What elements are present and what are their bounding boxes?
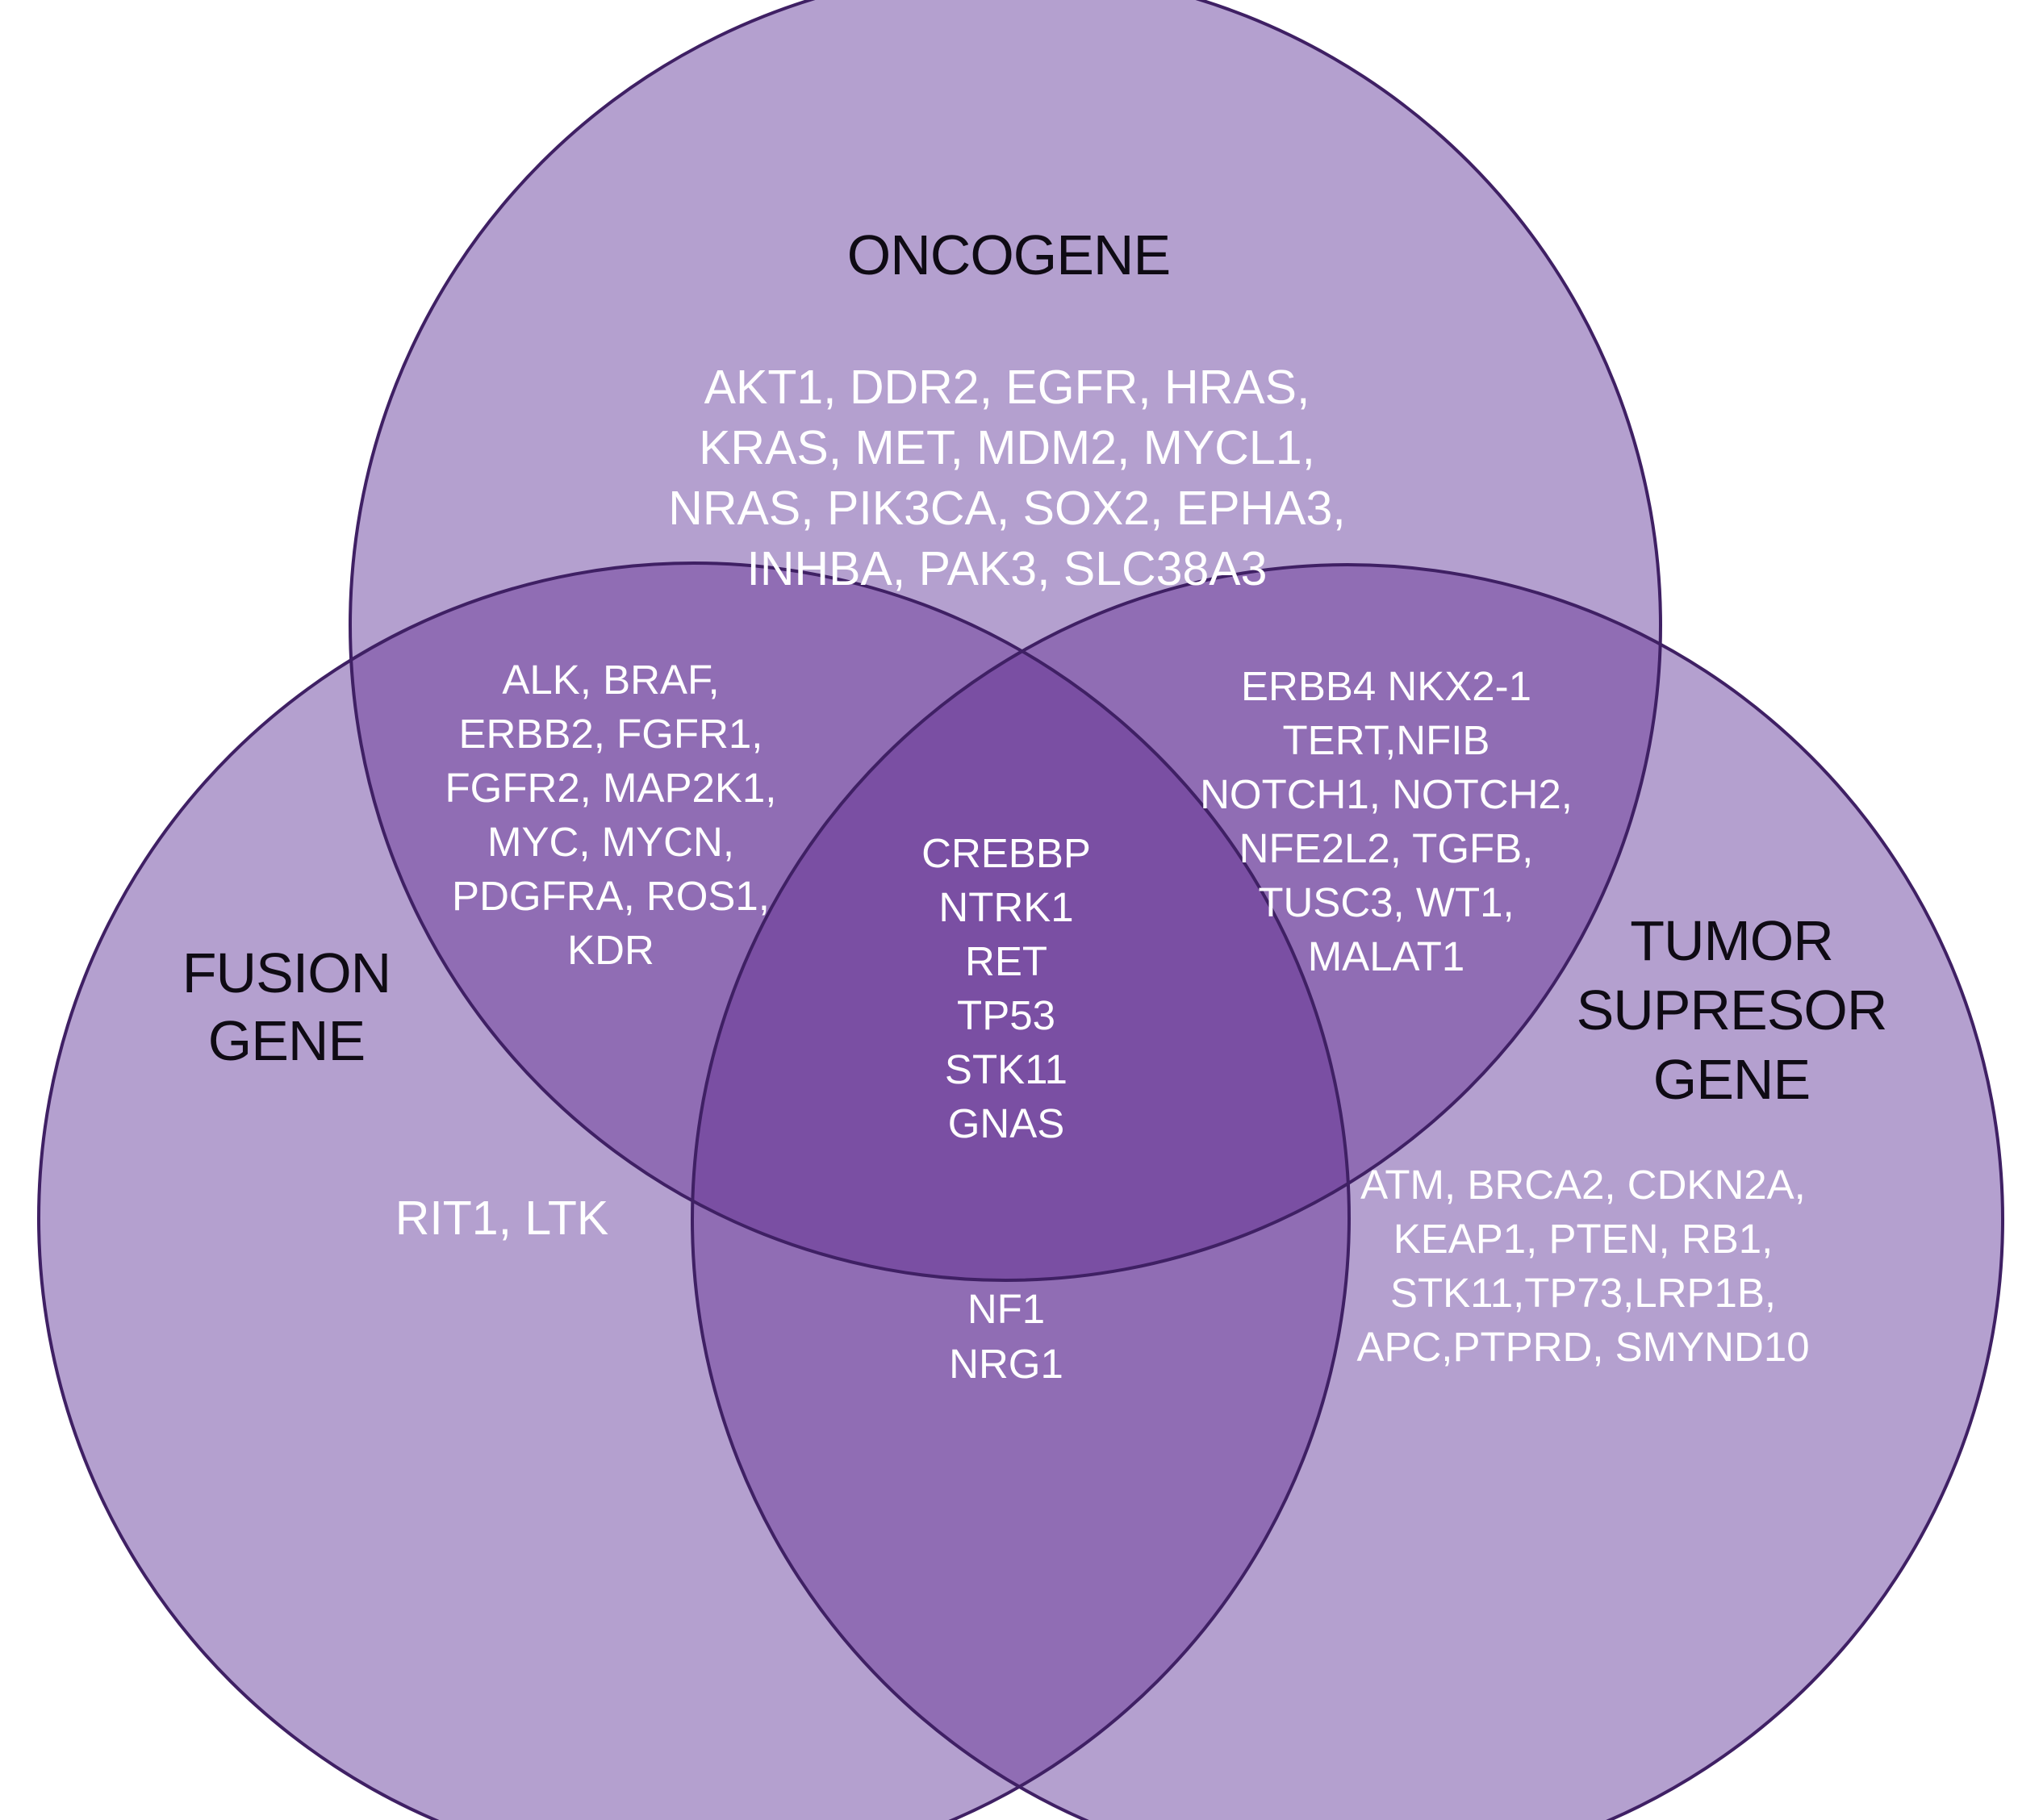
text-line: FUSION [182, 941, 391, 1004]
text-line: MALAT1 [1308, 933, 1465, 979]
text-line: AKT1, DDR2, EGFR, HRAS, [704, 361, 1310, 414]
oncogene-fusion-genes: ALK, BRAF, ERBB2, FGFR1, FGFR2, MAP2K1, MYC… [445, 657, 777, 973]
oncogene-label: ONCOGENE [847, 223, 1170, 286]
text-line: NRG1 [949, 1341, 1063, 1387]
text-line: STK11,TP73,LRP1B, [1390, 1270, 1776, 1316]
text-line: CREBBP [921, 830, 1091, 876]
text-line: TP53 [957, 992, 1055, 1038]
text-line: NTRK1 [938, 884, 1073, 930]
text-line: TUSC3, WT1, [1258, 879, 1514, 925]
text-line: ONCOGENE [847, 223, 1170, 286]
text-line: TUMOR [1630, 909, 1833, 972]
text-line: FGFR2, MAP2K1, [445, 765, 777, 811]
tumor-suppressor-only-genes: ATM, BRCA2, CDKN2A, KEAP1, PTEN, RB1, STK1… [1356, 1162, 1809, 1370]
text-line: NOTCH1, NOTCH2, [1200, 771, 1573, 817]
text-line: GNAS [948, 1100, 1065, 1146]
text-line: STK11 [945, 1046, 1067, 1092]
text-line: ERBB2, FGFR1, [459, 711, 763, 757]
text-line: PDGFRA, ROS1, [452, 873, 770, 919]
text-line: GENE [208, 1009, 365, 1072]
text-line: RET [965, 938, 1047, 984]
fusion-only-genes: RIT1, LTK [395, 1192, 608, 1245]
oncogene-only-genes: AKT1, DDR2, EGFR, HRAS, KRAS, MET, MDM2, … [668, 361, 1345, 595]
circle-outlines [37, 0, 2004, 1820]
text-line: NF1 [967, 1286, 1045, 1332]
text-line: ERBB4 NKX2-1 [1241, 663, 1531, 709]
text-line: INHBA, PAK3, SLC38A3 [747, 542, 1268, 595]
text-line: TERT,NFIB [1283, 717, 1490, 763]
text-line: NRAS, PIK3CA, SOX2, EPHA3, [668, 482, 1345, 535]
text-line: SUPRESOR [1577, 979, 1887, 1041]
text-line: KEAP1, PTEN, RB1, [1393, 1216, 1774, 1262]
tumor-suppressor-label: TUMOR SUPRESOR GENE [1577, 909, 1887, 1111]
text-line: ATM, BRCA2, CDKN2A, [1360, 1162, 1806, 1208]
text-line: GENE [1653, 1048, 1810, 1111]
text-line: KDR [567, 927, 654, 973]
text-line: APC,PTPRD, SMYND10 [1356, 1324, 1809, 1370]
text-line: KRAS, MET, MDM2, MYCL1, [699, 421, 1315, 474]
text-line: MYC, MYCN, [487, 819, 734, 865]
text-line: ALK, BRAF, [502, 657, 719, 703]
text-line: RIT1, LTK [395, 1192, 608, 1245]
text-line: NFE2L2, TGFB, [1239, 825, 1534, 871]
